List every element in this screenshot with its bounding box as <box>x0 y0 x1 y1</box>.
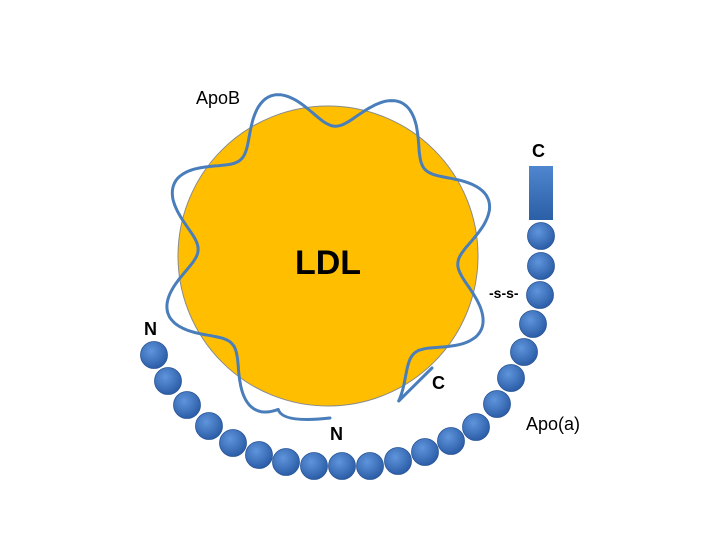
kringle-bead <box>272 448 300 476</box>
kringle-bead <box>483 390 511 418</box>
kringle-bead <box>195 412 223 440</box>
apoa-label: Apo(a) <box>526 414 580 434</box>
kringle-bead <box>154 367 182 395</box>
kringle-bead <box>173 391 201 419</box>
apoa-bead-chain <box>140 222 555 480</box>
apoa-n-terminus-label: N <box>144 319 157 339</box>
kringle-bead <box>219 429 247 457</box>
kringle-bead <box>384 447 412 475</box>
apob-strand <box>165 93 492 421</box>
kringle-bead <box>140 341 168 369</box>
kringle-bead <box>526 281 554 309</box>
apob-c-terminus-label: C <box>432 373 445 393</box>
kringle-bead <box>510 338 538 366</box>
kringle-bead <box>527 252 555 280</box>
kringle-bead <box>527 222 555 250</box>
kringle-bead <box>519 310 547 338</box>
kringle-bead <box>356 452 384 480</box>
ldl-label: LDL <box>295 244 361 282</box>
kringle-bead <box>497 364 525 392</box>
kringle-bead <box>328 452 356 480</box>
apob-label: ApoB <box>196 88 240 108</box>
kringle-bead <box>437 427 465 455</box>
kringle-bead <box>245 441 273 469</box>
apoa-protease-domain <box>529 166 553 220</box>
kringle-bead <box>462 413 490 441</box>
ldl-particle <box>177 105 479 407</box>
kringle-bead <box>411 438 439 466</box>
disulfide-bond-label: -s-s- <box>489 285 519 301</box>
apob-n-terminus-label: N <box>330 424 343 444</box>
apoa-c-terminus-label: C <box>532 141 545 161</box>
kringle-bead <box>300 452 328 480</box>
